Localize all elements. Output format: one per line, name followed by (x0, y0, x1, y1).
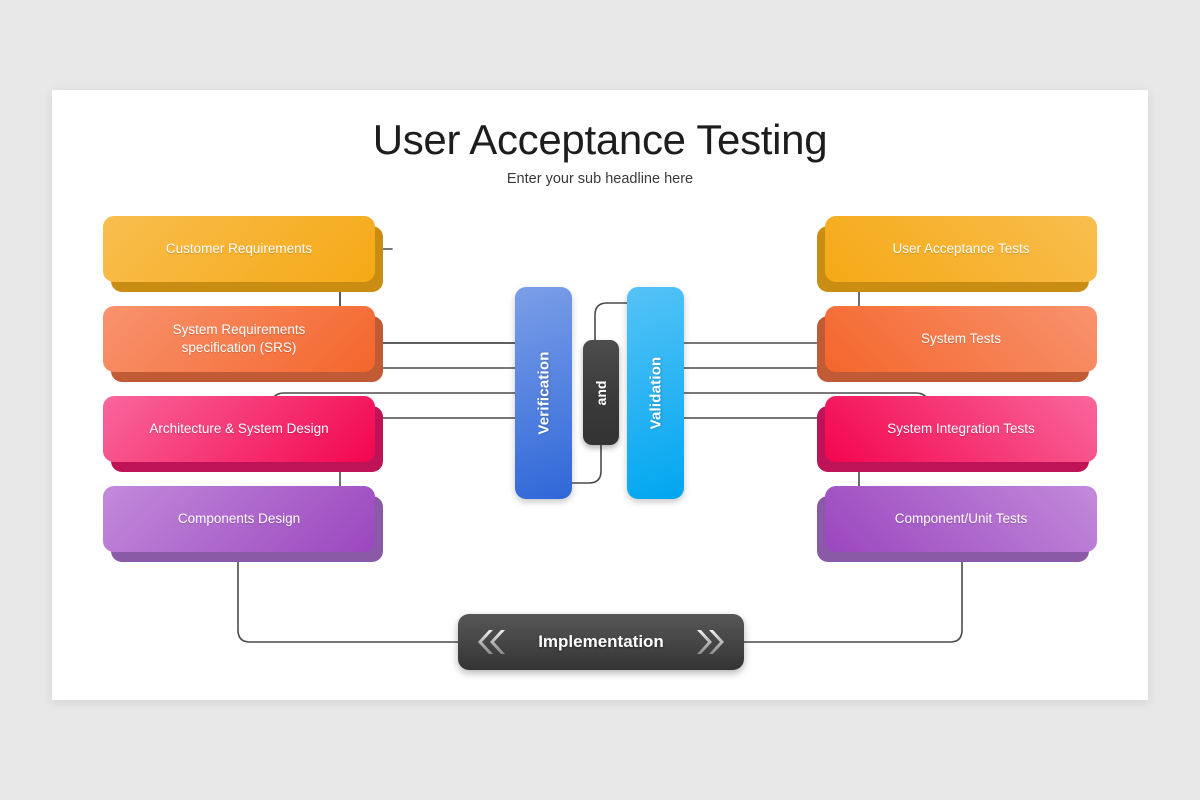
node-component-unit-tests[interactable]: Component/Unit Tests (817, 486, 1097, 562)
node-customer-requirements[interactable]: Customer Requirements (103, 216, 383, 292)
node-label: User Acceptance Tests (892, 240, 1030, 256)
slide-card: User Acceptance Testing Enter your sub h… (52, 90, 1148, 700)
pillar-verification-label: Verification (535, 351, 552, 435)
node-user-acceptance-tests[interactable]: User Acceptance Tests (817, 216, 1097, 292)
wire-and-bottom (571, 444, 602, 484)
pillar-verification[interactable]: Verification (515, 287, 572, 499)
node-face: Component/Unit Tests (825, 486, 1097, 552)
node-system-tests[interactable]: System Tests (817, 306, 1097, 382)
node-face: Architecture & System Design (103, 396, 375, 462)
node-face: Customer Requirements (103, 216, 375, 282)
implementation-bar[interactable]: Implementation (458, 614, 744, 670)
implementation-label: Implementation (538, 632, 664, 651)
double-chevron-left-icon (478, 630, 505, 654)
wire-and-top (594, 302, 628, 341)
and-label: and (593, 380, 609, 405)
node-label: Architecture & System Design (149, 420, 329, 436)
wire-impl-right (743, 554, 967, 643)
pillar-validation-label: Validation (647, 356, 664, 430)
node-label: Customer Requirements (165, 240, 313, 256)
node-label: System Integration Tests (887, 420, 1035, 436)
page-subtitle: Enter your sub headline here (506, 171, 694, 187)
node-label: System Tests (920, 330, 1002, 346)
double-chevron-right-icon (697, 630, 724, 654)
node-face: User Acceptance Tests (825, 216, 1097, 282)
node-face: System Tests (825, 306, 1097, 372)
node-face: Components Design (103, 486, 375, 552)
node-label: Components Design (177, 510, 301, 526)
and-connector-chip[interactable]: and (583, 340, 619, 445)
node-label: Component/Unit Tests (894, 510, 1028, 526)
pillar-validation[interactable]: Validation (627, 287, 684, 499)
node-components-design[interactable]: Components Design (103, 486, 383, 562)
node-architecture-and-system-design[interactable]: Architecture & System Design (103, 396, 383, 472)
node-system-integration-tests[interactable]: System Integration Tests (817, 396, 1097, 472)
wire-impl-left (233, 554, 459, 643)
node-face: System Integration Tests (825, 396, 1097, 462)
page-title: User Acceptance Testing (372, 116, 828, 163)
